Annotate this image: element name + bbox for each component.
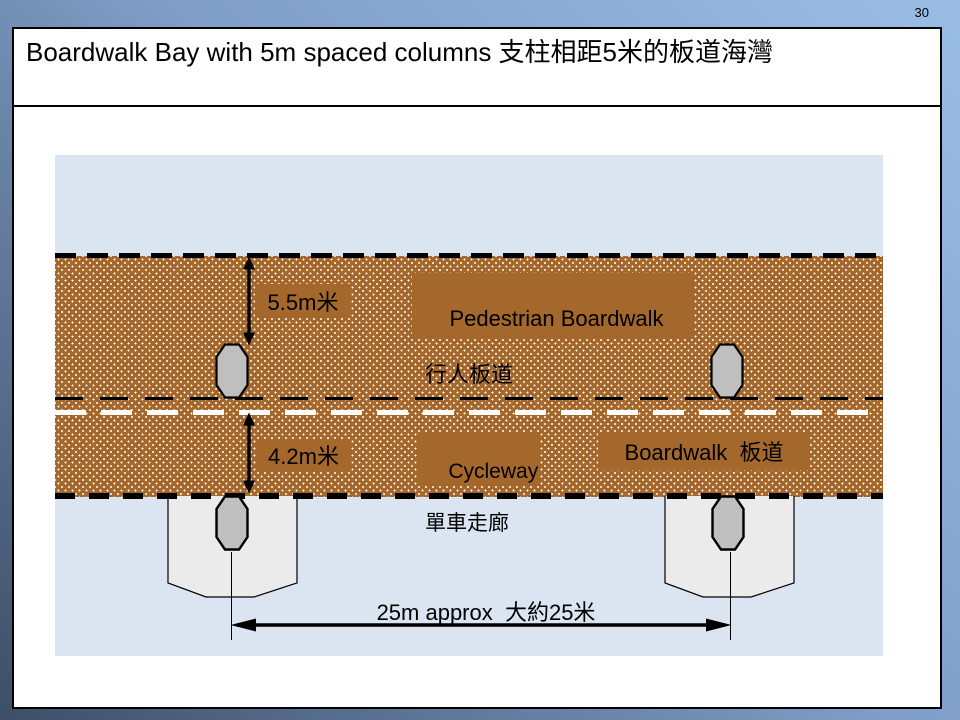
boardwalk-top-edge-dashed-line (55, 253, 883, 258)
column-shape (215, 343, 249, 399)
lane-divider-dashed-line (55, 397, 883, 400)
pedestrian-boardwalk-label-zh: 行人板道 (425, 362, 514, 387)
boardwalk-bottom-edge-dashed-line (55, 493, 883, 499)
upper-width-label: 5.5m米 (255, 284, 351, 317)
span-arrow-25m (230, 618, 732, 632)
pedestrian-boardwalk-label: Pedestrian Boardwalk 行人板道 (412, 273, 693, 387)
lower-width-label: 4.2m米 (256, 439, 351, 471)
column-shape (710, 343, 744, 399)
cycleway-label-en: Cycleway (448, 460, 539, 483)
width-arrow-4-2m (243, 412, 255, 494)
pedestrian-boardwalk-label-en: Pedestrian Boardwalk (449, 306, 664, 331)
span-distance-label: 25m approx 大約25米 (376, 600, 596, 625)
cycleway-label: Cycleway 單車走廊 (417, 432, 540, 535)
white-lane-marking (55, 410, 883, 415)
pier-centerline (231, 552, 232, 640)
title-box: Boardwalk Bay with 5m spaced columns 支柱相… (12, 27, 942, 107)
width-arrow-5-5m (243, 256, 255, 346)
slide-title: Boardwalk Bay with 5m spaced columns 支柱相… (26, 37, 774, 67)
column-shape (215, 495, 249, 551)
cycleway-label-zh: 單車走廊 (425, 512, 509, 535)
pier-centerline (730, 552, 731, 640)
column-shape (711, 495, 745, 551)
boardwalk-label: Boardwalk 板道 (598, 432, 810, 470)
page-number: 30 (914, 5, 929, 20)
